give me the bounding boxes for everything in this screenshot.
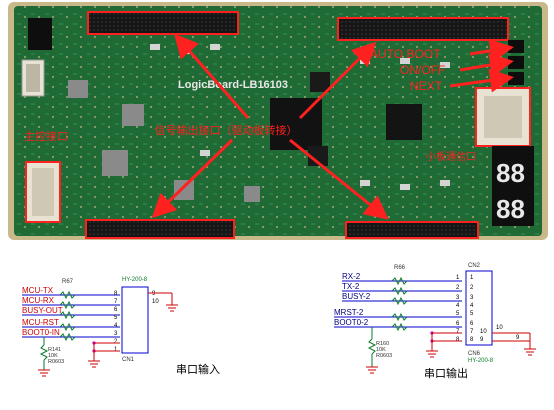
right-end-pin-9: 9 xyxy=(516,335,520,341)
left-signal-boot0-in: BOOT0-IN xyxy=(22,328,60,337)
right-pin-8: 8 xyxy=(456,337,460,343)
right-inner-pin-8: 8 xyxy=(470,337,474,343)
right-connector-box xyxy=(465,270,493,346)
signal-interface-label: 信号输出接口（驱动板转接） xyxy=(155,123,298,137)
arrow-to-bottom-left xyxy=(151,138,234,219)
power-jack xyxy=(28,18,52,50)
right-caption: 串口输出 xyxy=(424,366,468,380)
next-button[interactable] xyxy=(508,72,524,85)
left-caption: 串口输入 xyxy=(176,362,220,376)
inductor-1 xyxy=(122,104,144,126)
board-title: LogicBoard-LB16103 xyxy=(178,79,288,91)
arrow-to-top-left xyxy=(174,33,250,119)
left-pin-10: 10 xyxy=(152,299,159,305)
right-signal-busy2: BUSY-2 xyxy=(342,292,371,301)
display-digits-bottom: 88 xyxy=(496,194,525,224)
schematic-left: MCU-TX MCU-RX BUSY-OUT MCU-RST BOOT0-IN … xyxy=(22,277,220,377)
inductor-4 xyxy=(244,186,260,202)
right-pulldown-pkg: R0603 xyxy=(376,353,392,359)
on-off-label: ON/OFF xyxy=(400,63,445,77)
seven-segment-display xyxy=(492,146,534,226)
right-inner-pin-3: 3 xyxy=(470,295,474,301)
right-inner-pin-5: 5 xyxy=(470,311,474,317)
right-pin-6: 6 xyxy=(456,321,460,327)
chip-small-2 xyxy=(308,146,328,166)
auto-boot-label: AUTO BOOT xyxy=(370,47,441,61)
right-inner-pin-2: 2 xyxy=(470,285,474,291)
left-pin-4: 4 xyxy=(114,323,118,329)
schematic-svg: MCU-TX MCU-RX BUSY-OUT MCU-RST BOOT0-IN … xyxy=(22,263,536,380)
display-digits-top: 88 xyxy=(496,158,525,188)
right-inner-pin-9: 9 xyxy=(480,337,484,343)
left-pin-8: 8 xyxy=(114,291,118,297)
right-pin-2: 2 xyxy=(456,285,460,291)
left-signal-mcu-rx: MCU-RX xyxy=(22,296,55,305)
comm-port-label: 小板通信口 xyxy=(426,150,476,163)
right-inner-pin-10: 10 xyxy=(480,329,487,335)
board-photo: LogicBoard-LB16103 88 88 信号输出接口（驱动板转接） 主… xyxy=(8,2,548,240)
schematic-right: RX-2 TX-2 BUSY-2 MRST-2 BOOT0-2 R66 1 2 … xyxy=(334,263,536,380)
bottom-right-header xyxy=(345,221,479,239)
right-inner-pin-6: 6 xyxy=(470,321,474,327)
left-resistor-ref: R67 xyxy=(62,279,74,285)
schematics: MCU-TX MCU-RX BUSY-OUT MCU-RST BOOT0-IN … xyxy=(0,245,554,405)
right-end-pin-10: 10 xyxy=(496,325,503,331)
right-signal-boot02: BOOT0-2 xyxy=(334,318,369,327)
right-pin-3: 3 xyxy=(456,295,460,301)
bottom-left-header xyxy=(85,219,235,239)
left-connector-ref: CN1 xyxy=(122,357,135,363)
arrow-to-bottom-right xyxy=(289,138,389,220)
right-pulldown-ref: R160 xyxy=(376,341,389,347)
arrow-to-top-right xyxy=(298,41,377,120)
left-pulldown-ref: R141 xyxy=(48,347,61,353)
top-right-header xyxy=(337,17,509,41)
inductor-2 xyxy=(102,150,128,176)
next-label: NEXT xyxy=(410,79,443,93)
chip-small xyxy=(310,72,330,92)
right-signal-mrst2: MRST-2 xyxy=(334,308,364,317)
arrow-on-off xyxy=(459,53,514,77)
right-inner-pin-7: 7 xyxy=(470,329,474,335)
right-signal-tx2: TX-2 xyxy=(342,282,360,291)
left-pin-6: 6 xyxy=(114,307,118,313)
left-connector-box xyxy=(121,286,149,354)
left-pin-1: 1 xyxy=(114,347,118,353)
arrow-auto-boot xyxy=(469,38,514,63)
arrow-next xyxy=(449,68,514,93)
inductor-5 xyxy=(68,80,88,98)
left-signal-mcu-tx: MCU-TX xyxy=(22,286,54,295)
right-pin-1: 1 xyxy=(456,275,460,281)
top-left-header xyxy=(87,11,239,35)
on-off-button[interactable] xyxy=(508,56,524,69)
left-pulldown-value: 10K xyxy=(48,353,58,359)
left-connector-part: HY-200-8 xyxy=(122,277,148,283)
left-pin-9: 9 xyxy=(152,291,156,297)
left-pin-3: 3 xyxy=(114,331,118,337)
left-pin-7: 7 xyxy=(114,299,118,305)
left-signal-busy-out: BUSY-OUT xyxy=(22,306,63,315)
main-control-label: 主控接口 xyxy=(24,129,68,143)
left-pulldown-pkg: R0603 xyxy=(48,359,64,365)
right-resistor-ref: R66 xyxy=(394,265,406,271)
right-connector-ref-bottom: CN6 xyxy=(468,351,481,357)
auto-boot-button[interactable] xyxy=(508,40,524,53)
right-pulldown-value: 10K xyxy=(376,347,386,353)
right-inner-pin-1: 1 xyxy=(470,275,474,281)
inductor-3 xyxy=(174,180,194,200)
left-pin-2: 2 xyxy=(114,339,118,345)
right-signal-rx2: RX-2 xyxy=(342,272,361,281)
right-connector-part: HY-200-8 xyxy=(468,358,494,364)
right-pin-5: 5 xyxy=(456,311,460,317)
board-illustration: LogicBoard-LB16103 88 88 信号输出接口（驱动板转接） 主… xyxy=(8,2,548,240)
secondary-chip xyxy=(386,104,422,140)
left-pin-5: 5 xyxy=(114,315,118,321)
right-inner-pin-4: 4 xyxy=(470,303,474,309)
left-signal-mcu-rst: MCU-RST xyxy=(22,318,59,327)
right-connector-ref: CN2 xyxy=(468,263,481,269)
right-pin-7: 7 xyxy=(456,329,460,335)
right-pin-4: 4 xyxy=(456,303,460,309)
